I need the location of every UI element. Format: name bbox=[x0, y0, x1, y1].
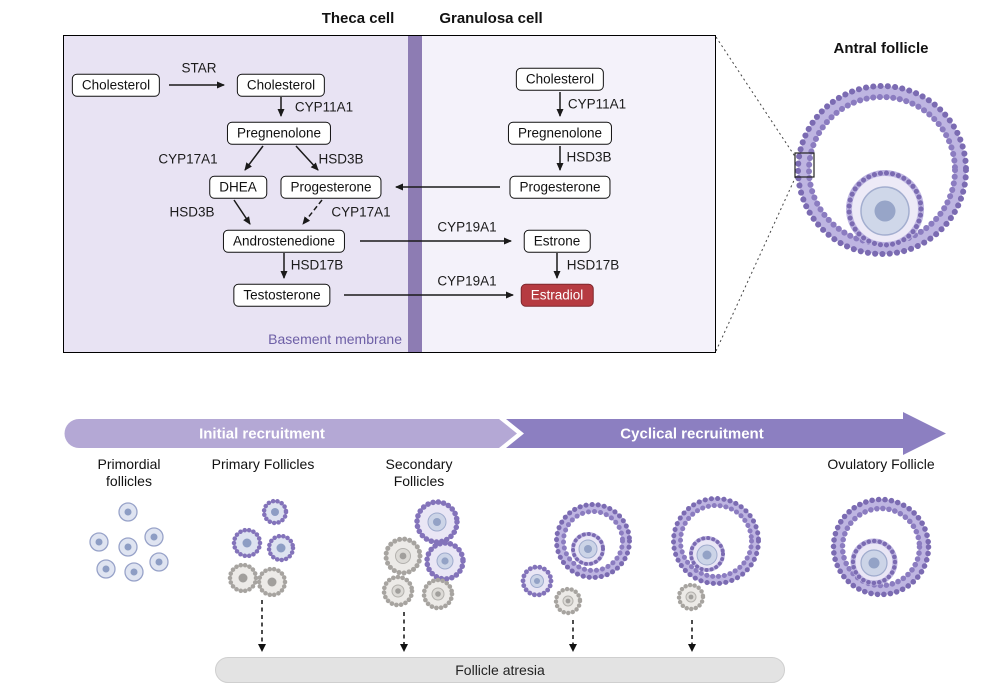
secondary-follicle-healthy bbox=[414, 499, 466, 582]
pathway-panel-border bbox=[63, 35, 716, 353]
antral-cumulus-oocyte bbox=[846, 170, 924, 248]
basement-membrane-stripe bbox=[408, 36, 422, 352]
primordial-follicles bbox=[89, 502, 169, 582]
cyclical-recruitment-label: Cyclical recruitment bbox=[620, 425, 764, 443]
follicle-atresia-label: Follicle atresia bbox=[455, 662, 545, 678]
enzyme-theca-hsd3b-upper: HSD3B bbox=[318, 151, 364, 167]
box-gran-estrone: Estrone bbox=[523, 229, 591, 253]
oocyte bbox=[860, 186, 910, 236]
theca-cell-title: Theca cell bbox=[321, 10, 395, 27]
granulosa-cell-title: Granulosa cell bbox=[439, 10, 543, 27]
atresia-arrows bbox=[258, 600, 696, 652]
primary-follicles bbox=[227, 498, 296, 598]
box-theca-progesterone: Progesterone bbox=[280, 175, 382, 199]
enzyme-gran-cyp19a1-lower: CYP19A1 bbox=[437, 273, 497, 289]
enzyme-theca-hsd3b-lower: HSD3B bbox=[169, 204, 215, 220]
zoom-connector-lines bbox=[715, 36, 797, 352]
antral-follicle-wall bbox=[795, 83, 969, 257]
box-theca-dhea: DHEA bbox=[209, 175, 267, 199]
box-theca-pregnenolone: Pregnenolone bbox=[226, 121, 332, 145]
early-antral-follicles-2 bbox=[671, 496, 761, 612]
stage-label-secondary: Secondary Follicles bbox=[385, 456, 453, 489]
enzyme-gran-cyp11a1: CYP11A1 bbox=[567, 96, 627, 112]
enzyme-theca-cyp11a1: CYP11A1 bbox=[294, 99, 354, 115]
stage-label-primary: Primary Follicles bbox=[211, 456, 315, 472]
zoom-region-marker bbox=[794, 152, 815, 178]
basement-membrane-label: Basement membrane bbox=[268, 331, 402, 347]
enzyme-theca-cyp17a1-upper: CYP17A1 bbox=[158, 151, 218, 167]
enzyme-theca-hsd17b: HSD17B bbox=[290, 257, 344, 273]
enzyme-gran-hsd17b: HSD17B bbox=[566, 257, 620, 273]
box-gran-cholesterol: Cholesterol bbox=[515, 67, 605, 91]
box-theca-cholesterol-2: Cholesterol bbox=[236, 73, 326, 97]
follicle-atresia-bar: Follicle atresia bbox=[215, 657, 785, 683]
primary-follicle-atretic bbox=[227, 562, 288, 598]
antral-follicle-title: Antral follicle bbox=[833, 40, 929, 57]
early-antral-follicles-1 bbox=[520, 502, 632, 616]
stage-label-primordial: Primordial follicles bbox=[97, 456, 161, 489]
ovulatory-follicle bbox=[830, 496, 932, 598]
enzyme-star: STAR bbox=[181, 60, 217, 76]
secondary-follicle-atretic bbox=[381, 536, 455, 611]
enzyme-gran-hsd3b: HSD3B bbox=[566, 149, 612, 165]
box-theca-androstenedione: Androstenedione bbox=[222, 229, 346, 253]
box-gran-estradiol: Estradiol bbox=[520, 283, 594, 307]
secondary-follicles bbox=[381, 499, 466, 611]
initial-recruitment-label: Initial recruitment bbox=[199, 425, 325, 443]
box-gran-pregnenolone: Pregnenolone bbox=[507, 121, 613, 145]
primary-follicle-healthy bbox=[231, 498, 296, 563]
stage-label-ovulatory: Ovulatory Follicle bbox=[827, 456, 935, 472]
box-theca-testosterone: Testosterone bbox=[233, 283, 331, 307]
box-gran-progesterone: Progesterone bbox=[509, 175, 611, 199]
box-theca-cholesterol-1: Cholesterol bbox=[71, 73, 161, 97]
enzyme-theca-cyp17a1-lower: CYP17A1 bbox=[331, 204, 391, 220]
oocyte-nucleus bbox=[874, 200, 896, 222]
enzyme-gran-cyp19a1-upper: CYP19A1 bbox=[437, 219, 497, 235]
antral-follicle-illustration bbox=[795, 83, 969, 257]
